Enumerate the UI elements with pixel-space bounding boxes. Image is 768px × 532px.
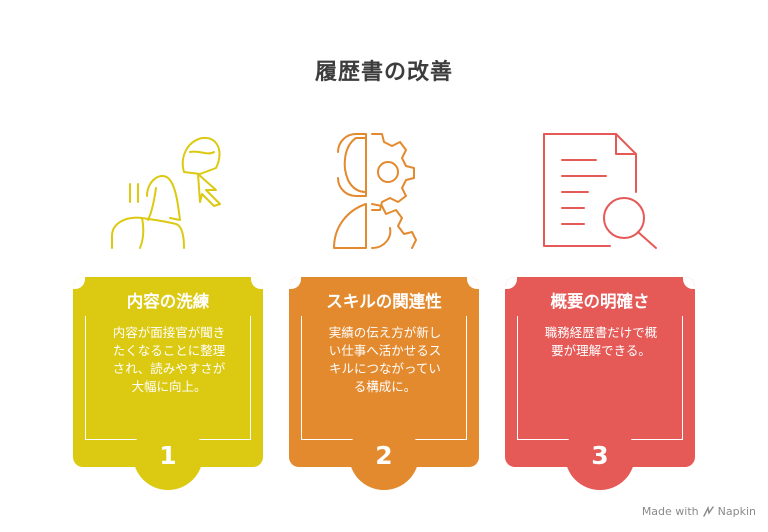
napkin-logo-icon [702,506,714,517]
document-magnifier-icon [543,133,657,249]
head-gears-icon [333,133,417,249]
made-with-label: Made with [641,505,699,518]
step-heading: スキルの関連性 [326,292,442,311]
diagram-title: 履歴書の改善 [314,60,453,85]
step-number-badge: 1 [133,420,203,490]
step-description: 実績の伝え方が新し い仕事へ活かせるス キルにつながってい る構成に。 [328,325,442,394]
step-heading: 内容の洗練 [126,292,210,311]
step-description: 職務経歴書だけで概 要が理解できる。 [544,325,658,358]
step-heading: 概要の明確さ [550,292,650,311]
step-number-badge: 2 [349,420,419,490]
person-cursor-icon [111,136,221,249]
napkin-brand-label: Napkin [717,505,756,518]
step-number-badge: 3 [565,420,635,490]
step-description: 内容が面接官が聞き たくなることに整理 され、読みやすさが 大幅に向上。 [112,325,226,394]
made-with-napkin[interactable]: Made with Napkin [642,505,756,518]
